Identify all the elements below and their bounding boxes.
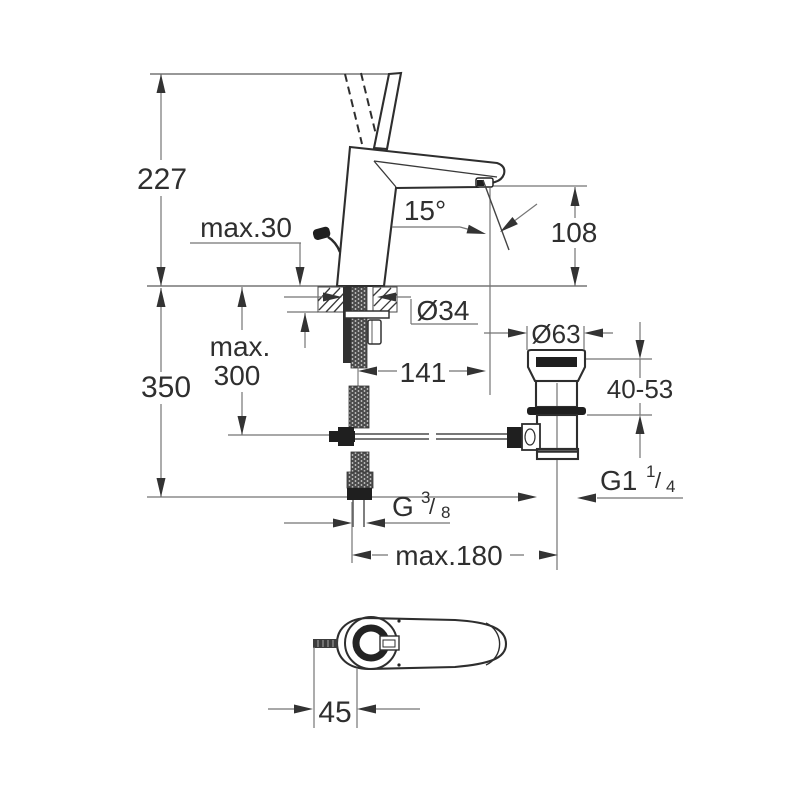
pull-rod-bar bbox=[343, 287, 351, 363]
faucet-front-view bbox=[312, 71, 506, 288]
lever-front bbox=[372, 71, 403, 151]
dimension-annotations: 227 350 max.30 max. 300 108 bbox=[137, 74, 675, 729]
dim-label-300: 300 bbox=[214, 360, 261, 391]
dim-max-deck-thickness: max.30 bbox=[190, 212, 310, 348]
dim-label-45: 45 bbox=[318, 696, 351, 729]
dim-label-40-53: 40-53 bbox=[607, 374, 674, 404]
side-joystick-lever bbox=[312, 226, 342, 253]
dim-label-227: 227 bbox=[137, 163, 187, 196]
dim-spout-height: 108 bbox=[551, 187, 598, 286]
side-outlet bbox=[367, 319, 382, 345]
dim-label-g38-slash: / bbox=[429, 494, 436, 519]
dim-lever-angle: 15° bbox=[392, 179, 538, 251]
dim-handle-offset: 45 bbox=[268, 647, 420, 729]
dim-label-108: 108 bbox=[551, 217, 598, 248]
dim-label-max30: max.30 bbox=[200, 212, 292, 243]
mounting-shank bbox=[329, 286, 390, 527]
dim-label-g38-den: 8 bbox=[441, 503, 450, 522]
threaded-shank-middle bbox=[348, 385, 370, 429]
waste-gasket bbox=[527, 407, 586, 415]
handle-top-view bbox=[313, 616, 508, 671]
supply-connector bbox=[347, 488, 372, 500]
supply-hose bbox=[352, 500, 365, 527]
dim-label-o63: Ø63 bbox=[531, 319, 580, 349]
dim-waste-thread: G1 1 / 4 bbox=[518, 462, 675, 503]
dim-label-g114-base: G1 bbox=[600, 465, 637, 496]
tailpipe-collar bbox=[535, 447, 580, 461]
pop-up-rod bbox=[355, 433, 508, 440]
dim-label-g38-base: G bbox=[392, 491, 414, 522]
dim-waste-center-distance: max.180 bbox=[351, 502, 558, 571]
dim-label-g38-num: 3 bbox=[421, 488, 430, 507]
handle-front-tab bbox=[313, 639, 338, 648]
dim-label-350: 350 bbox=[141, 371, 191, 404]
dim-max-below-deck: max. 300 bbox=[210, 287, 271, 435]
shank-nut bbox=[346, 471, 374, 489]
dim-label-g114-den: 4 bbox=[666, 477, 675, 496]
dim-label-15deg: 15° bbox=[404, 195, 446, 226]
dim-label-max: max. bbox=[210, 331, 271, 362]
dim-label-141: 141 bbox=[400, 357, 447, 388]
reference-lines bbox=[147, 73, 683, 499]
drain-assembly bbox=[507, 348, 587, 570]
dim-below-deck-overall: 350 bbox=[141, 288, 191, 497]
dim-label-g114-slash: / bbox=[655, 468, 662, 493]
rod-connector bbox=[507, 427, 523, 448]
dim-label-max180: max.180 bbox=[395, 540, 502, 571]
threaded-shank-lower bbox=[350, 451, 370, 473]
dim-label-o34: Ø34 bbox=[417, 295, 470, 326]
dim-supply-thread: G 3 / 8 bbox=[284, 488, 450, 528]
dim-spout-projection: 141 bbox=[358, 357, 486, 388]
dim-label-g114-num: 1 bbox=[646, 462, 655, 481]
mounting-washer bbox=[344, 310, 390, 319]
lever-blade bbox=[335, 616, 508, 671]
dim-total-height: 227 bbox=[137, 74, 187, 286]
dim-waste-height-range: 40-53 bbox=[586, 322, 673, 458]
dim-hole-diameter: Ø34 bbox=[284, 292, 478, 326]
dim-waste-flange-diameter: Ø63 bbox=[484, 319, 613, 350]
lever-alt-position-dashed bbox=[344, 73, 363, 145]
threaded-shank-upper bbox=[350, 286, 368, 369]
